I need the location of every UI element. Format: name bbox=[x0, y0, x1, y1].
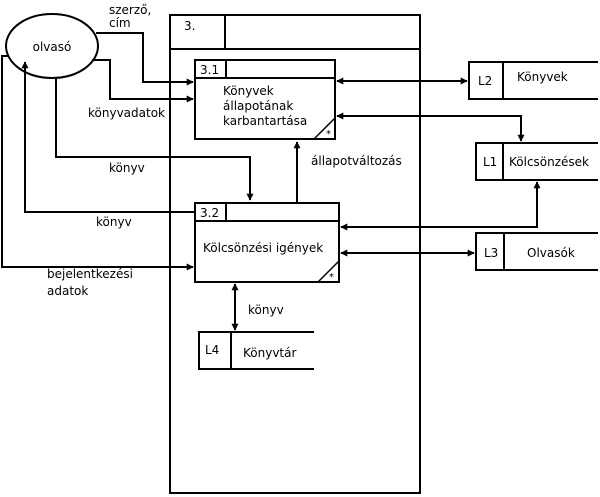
flow-szerzo-cim-label-1: szerző, bbox=[109, 3, 151, 17]
process-3-2-marker: * bbox=[329, 272, 334, 283]
process-3-2-title-line-1: Kölcsönzési igények bbox=[203, 241, 323, 255]
store-l2-name: Könyvek bbox=[517, 70, 568, 84]
flow-konyvadatok-label: könyvadatok bbox=[88, 106, 165, 120]
process-3-1-box bbox=[194, 59, 336, 140]
store-l3-outline bbox=[475, 232, 598, 271]
store-l2-id: L2 bbox=[478, 74, 492, 88]
flow-3-1-l1 bbox=[336, 112, 525, 142]
store-l4-name: Könyvtár bbox=[243, 346, 296, 360]
process-3-1-title-line-2: állapotának bbox=[223, 99, 293, 113]
flow-allapotvaltozas-label: állapotváltozás bbox=[311, 154, 402, 168]
process-3-2: 3.2 Kölcsönzési igények * bbox=[194, 202, 340, 283]
store-l1-name: Kölcsönzések bbox=[509, 155, 589, 169]
store-l1-outline bbox=[475, 142, 598, 181]
data-store-l2: L2 Könyvek bbox=[468, 61, 598, 100]
process-3-1-id: 3.1 bbox=[200, 63, 219, 77]
flow-konyv-l4-label: könyv bbox=[248, 303, 284, 317]
flow-konyv-back bbox=[21, 61, 195, 213]
flow-konyv-back-label: könyv bbox=[96, 215, 132, 229]
process-3-2-id: 3.2 bbox=[200, 206, 219, 220]
flow-konyvadatok bbox=[92, 59, 194, 103]
data-store-l3: L3 Olvasók bbox=[475, 232, 598, 271]
process-3-1-marker: * bbox=[326, 129, 331, 140]
flow-szerzo-cim bbox=[96, 32, 194, 86]
store-l4-id: L4 bbox=[205, 343, 219, 357]
store-l2-outline bbox=[468, 61, 598, 100]
process-3-1-title-line-3: karbantartása bbox=[223, 114, 307, 128]
store-l4-outline bbox=[198, 331, 314, 370]
process-3-2-corner-mark bbox=[317, 260, 340, 283]
process-3-1-corner-mark bbox=[313, 117, 336, 140]
flow-3-2-l1 bbox=[340, 181, 541, 231]
process-3-2-box bbox=[194, 202, 340, 283]
data-store-l4: L4 Könyvtár bbox=[198, 331, 314, 370]
flow-bejelentkezesi bbox=[1, 55, 194, 271]
external-entity-olvaso: olvasó bbox=[5, 13, 99, 79]
flow-konyv-to-3-2 bbox=[55, 78, 254, 201]
process-3-1-title-line-1: Könyvek bbox=[223, 84, 274, 98]
flow-bejelentkezesi-label-2: adatok bbox=[47, 284, 88, 298]
store-l3-name: Olvasók bbox=[527, 246, 575, 260]
data-store-l1: L1 Kölcsönzések bbox=[475, 142, 598, 181]
process-3-1: 3.1 Könyvek állapotának karbantartása * bbox=[194, 59, 336, 140]
store-l3-id: L3 bbox=[484, 246, 498, 260]
container-label: 3. bbox=[184, 19, 195, 33]
entity-label: olvasó bbox=[33, 40, 72, 54]
store-l1-id: L1 bbox=[483, 155, 497, 169]
flow-bejelentkezesi-label-1: bejelentkezési bbox=[47, 267, 133, 281]
flow-szerzo-cim-label-2: cím bbox=[109, 16, 131, 30]
entity-ellipse bbox=[5, 13, 99, 79]
flow-konyv-to-3-2-label: könyv bbox=[109, 161, 145, 175]
